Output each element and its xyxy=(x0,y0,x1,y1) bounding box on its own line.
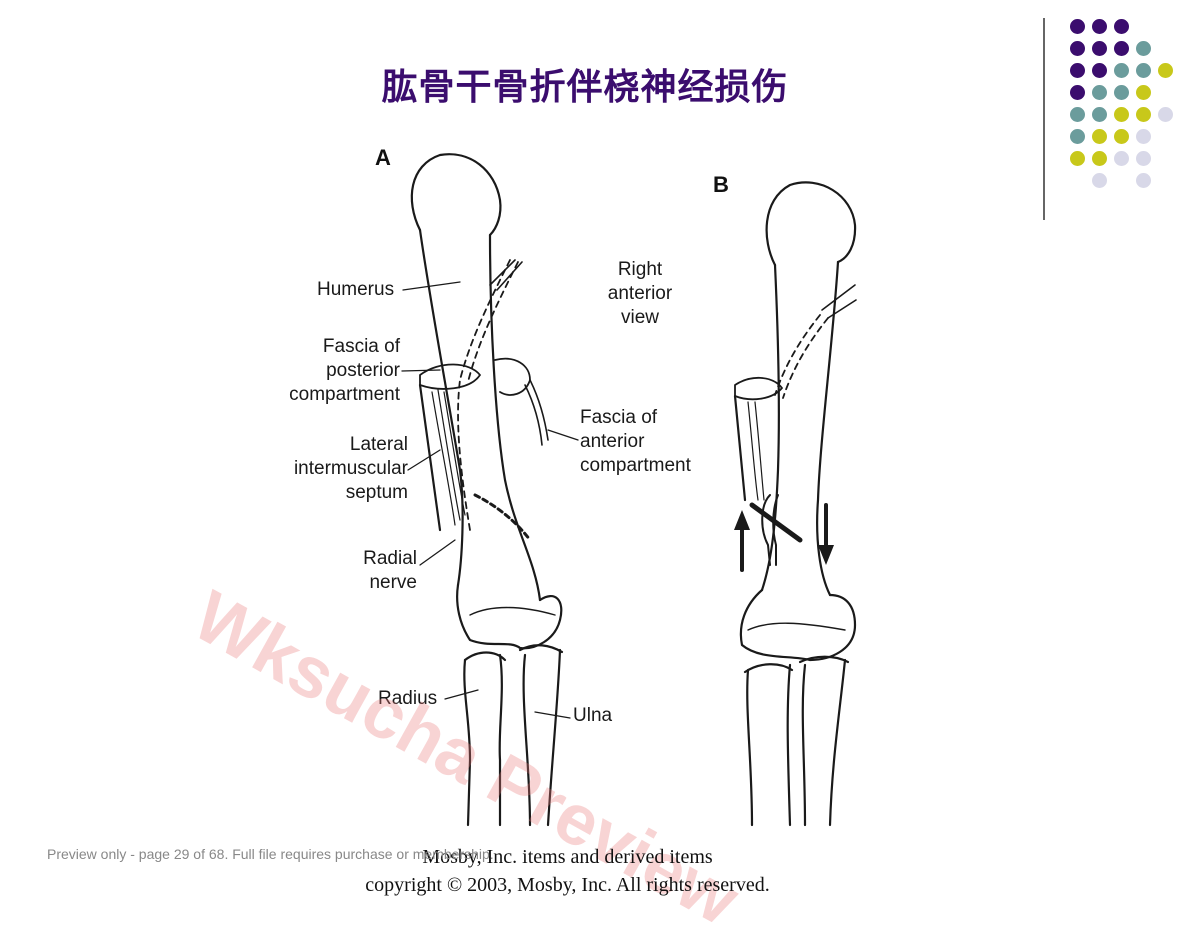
preview-note: Preview only - page 29 of 68. Full file … xyxy=(47,846,494,862)
label-lateral-septum: Lateral intermuscular septum xyxy=(293,434,408,503)
humeral-head-b xyxy=(765,181,857,267)
decorative-dot xyxy=(1136,129,1151,144)
radial-nerve-b xyxy=(774,314,821,396)
copyright-notice: Mosby, Inc. items and derived items copy… xyxy=(330,843,805,899)
fascia-posterior-compartment-a xyxy=(419,363,481,390)
decorative-dot xyxy=(1092,107,1107,122)
decorative-dot xyxy=(1070,129,1085,144)
fracture-line-b xyxy=(749,502,803,543)
decorative-dot xyxy=(1070,63,1085,78)
decorative-dot xyxy=(1136,41,1151,56)
fascia-anterior-compartment-a xyxy=(494,357,531,396)
fracture-line-a xyxy=(473,493,532,542)
decorative-dot xyxy=(1158,107,1173,122)
label-right-anterior-view: Right anterior view xyxy=(607,259,673,328)
decorative-dot xyxy=(1092,85,1107,100)
decorative-dot xyxy=(1114,107,1129,122)
label-fascia-posterior: Fascia of posterior compartment xyxy=(289,336,400,405)
decorative-dot xyxy=(1092,63,1107,78)
decorative-dot xyxy=(1092,173,1107,188)
decorative-dot xyxy=(1092,19,1107,34)
decorative-dot xyxy=(1070,151,1085,166)
decorative-dot xyxy=(1114,85,1129,100)
decorative-divider-line xyxy=(1043,18,1045,220)
label-ulna: Ulna xyxy=(573,705,613,726)
label-radial-nerve: Radial nerve xyxy=(363,548,417,593)
decorative-dot xyxy=(1136,85,1151,100)
decorative-dot xyxy=(1070,19,1085,34)
decorative-dot xyxy=(1136,107,1151,122)
slide-title: 肱骨干骨折伴桡神经损伤 xyxy=(381,67,789,108)
decorative-dot xyxy=(1070,41,1085,56)
panel-letter-b: B xyxy=(713,172,729,197)
humeral-head-a xyxy=(410,153,502,237)
decorative-dot xyxy=(1114,63,1129,78)
decorative-dot xyxy=(1136,63,1151,78)
radius-bone-b xyxy=(746,668,754,827)
radius-bone-a xyxy=(463,658,472,827)
radial-nerve-a xyxy=(457,259,511,531)
decorative-dot xyxy=(1136,151,1151,166)
decorative-dot xyxy=(1114,129,1129,144)
decorative-dot xyxy=(1092,41,1107,56)
decorative-dot xyxy=(1114,151,1129,166)
label-fascia-anterior: Fascia of anterior compartment xyxy=(580,407,691,476)
decorative-dot xyxy=(1158,63,1173,78)
humerus-fracture-illustration xyxy=(401,153,857,827)
fascia-posterior-compartment-b xyxy=(734,376,783,401)
decorative-dot xyxy=(1092,129,1107,144)
humerus-shaft-b xyxy=(760,263,780,592)
decorative-dot xyxy=(1070,85,1085,100)
label-humerus: Humerus xyxy=(317,279,395,300)
label-radius: Radius xyxy=(378,688,438,709)
decorative-dot xyxy=(1136,173,1151,188)
humerus-distal-b xyxy=(739,588,857,662)
ulna-bone-b xyxy=(801,663,807,827)
panel-letter-a: A xyxy=(375,145,391,170)
humerus-distal-a xyxy=(456,583,563,650)
copyright-line-1: Mosby, Inc. items and derived items xyxy=(422,846,713,868)
decorative-dot xyxy=(1114,41,1129,56)
ulna-bone-a xyxy=(522,653,532,827)
copyright-line-2: copyright © 2003, Mosby, Inc. All rights… xyxy=(365,874,770,896)
decorative-dot xyxy=(1070,107,1085,122)
decorative-dot xyxy=(1092,151,1107,166)
decorative-dot xyxy=(1114,19,1129,34)
